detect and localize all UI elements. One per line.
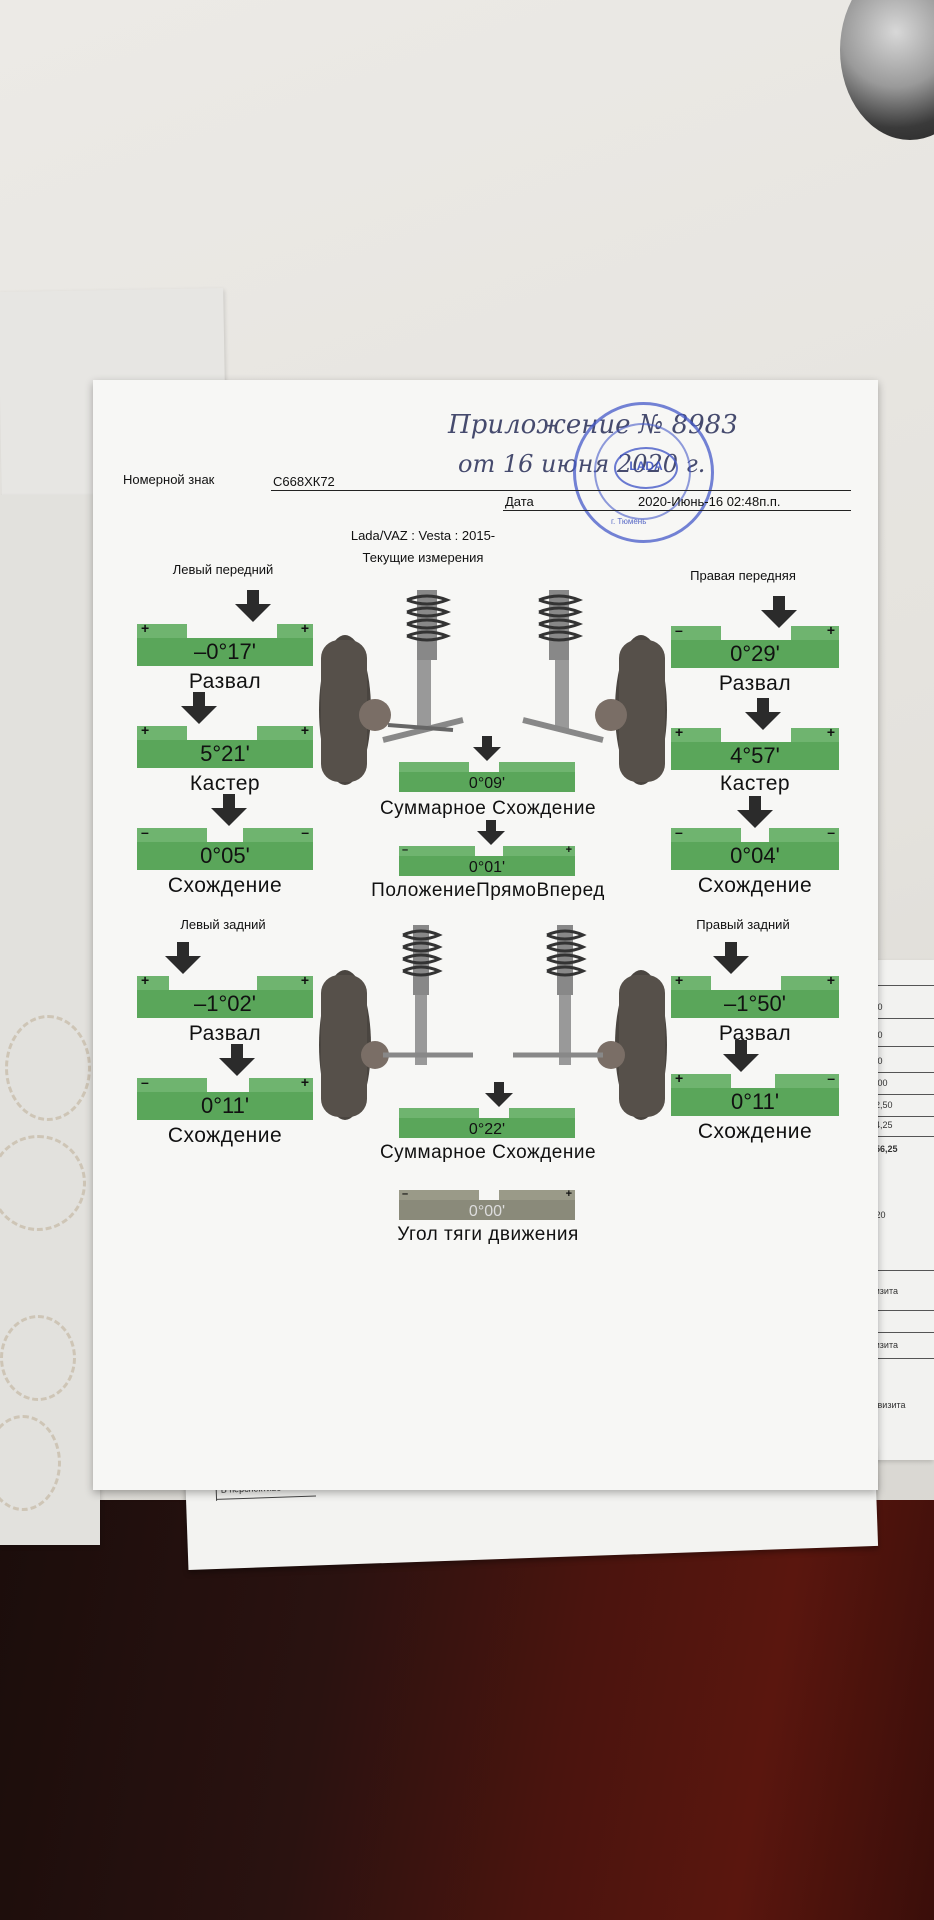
table-cell: 256,25: [870, 1144, 898, 1154]
thrust-angle-label: Угол тяги движения: [397, 1224, 579, 1245]
date-label: Дата: [505, 494, 534, 509]
rear-left-camber-gauge: + + –1°02': [137, 942, 313, 1018]
rear-left-camber-label: Развал: [188, 1022, 262, 1045]
front-left-camber-gauge: + + –0°17': [137, 590, 313, 666]
rear-suspension-illustration: [319, 925, 667, 1120]
plus-sign: +: [141, 972, 150, 988]
stamp-city: г. Тюмень: [611, 517, 647, 526]
front-left-camber-label: Развал: [188, 670, 262, 693]
front-left-camber-value: –0°17': [194, 639, 256, 664]
table-cell: 42,50: [870, 1100, 893, 1110]
minus-sign: –: [402, 1188, 409, 1200]
rear-right-toe-gauge: + – 0°11': [671, 1040, 839, 1116]
rear-right-toe-value: 0°11': [730, 1089, 780, 1114]
plus-sign: +: [141, 722, 150, 738]
table-cell: 14,25: [870, 1120, 893, 1130]
stain: [0, 1135, 86, 1231]
straight-ahead-label: ПоложениеПрямоВперед: [371, 880, 605, 901]
minus-sign: –: [402, 844, 409, 856]
thrust-angle-gauge: – + 0°00': [399, 1180, 575, 1220]
underlying-paper-left-lower: [0, 495, 100, 1545]
plus-sign: +: [675, 972, 684, 988]
minus-sign: –: [675, 824, 683, 840]
lada-logo: LADA: [614, 447, 678, 489]
table-note: визита: [870, 1286, 898, 1296]
front-total-toe-value: 0°09': [468, 775, 506, 792]
front-right-toe-label: Схождение: [697, 874, 813, 897]
rear-total-toe-value: 0°22': [468, 1121, 506, 1138]
front-right-caster-gauge: + + 4°57': [671, 698, 839, 770]
plus-sign: +: [565, 1188, 572, 1200]
front-left-title: Левый передний: [172, 562, 274, 577]
stain: [5, 1015, 91, 1121]
plus-sign: +: [826, 972, 835, 988]
minus-sign: –: [827, 1070, 835, 1086]
straight-ahead-gauge: – + 0°01': [399, 820, 575, 876]
measurements-title: Текущие измерения: [362, 550, 484, 565]
front-right-toe-value: 0°04': [730, 843, 780, 868]
table-note: а визита: [870, 1400, 906, 1410]
stain: [0, 1415, 61, 1511]
straight-ahead-value: 0°01': [468, 859, 506, 876]
thrust-angle-value: 0°00': [468, 1203, 506, 1220]
front-left-caster-label: Кастер: [189, 772, 261, 795]
rear-right-camber-label: Развал: [718, 1022, 792, 1045]
rear-total-toe-gauge: 0°22': [399, 1082, 575, 1138]
plus-sign: +: [675, 1070, 684, 1086]
plus-sign: +: [300, 1074, 309, 1090]
table-note: визита: [870, 1340, 898, 1350]
vehicle-model: Lada/VAZ : Vesta : 2015-: [350, 528, 496, 543]
minus-sign: –: [675, 622, 683, 638]
rear-total-toe-label: Суммарное Схождение: [379, 1142, 597, 1163]
front-left-toe-value: 0°05': [200, 843, 250, 868]
divider: [271, 490, 851, 491]
rear-left-title: Левый задний: [180, 917, 266, 932]
minus-sign: –: [141, 1074, 149, 1090]
plus-sign: +: [565, 844, 572, 856]
stain: [0, 1315, 76, 1401]
rear-right-toe-label: Схождение: [697, 1120, 813, 1143]
plus-sign: +: [675, 724, 684, 740]
front-right-camber-value: 0°29': [730, 641, 780, 666]
rear-left-camber-value: –1°02': [194, 991, 256, 1016]
front-right-camber-label: Развал: [718, 672, 792, 695]
front-right-caster-label: Кастер: [719, 772, 791, 795]
front-right-title: Правая передняя: [690, 568, 796, 583]
plus-sign: +: [141, 620, 150, 636]
front-suspension-illustration: [319, 590, 667, 785]
red-cloth: [0, 1500, 934, 1920]
minus-sign: –: [827, 824, 835, 840]
minus-sign: –: [141, 824, 149, 840]
rear-left-toe-label: Схождение: [167, 1124, 283, 1147]
plus-sign: +: [300, 620, 309, 636]
front-left-toe-gauge: – – 0°05': [137, 794, 313, 870]
plus-sign: +: [300, 972, 309, 988]
plus-sign: +: [826, 622, 835, 638]
plate-value: С668ХК72: [273, 474, 335, 489]
plus-sign: +: [826, 724, 835, 740]
rear-right-title: Правый задний: [696, 917, 790, 932]
front-total-toe-gauge: 0°09': [399, 736, 575, 792]
alignment-printout: Приложение № 8983 от 16 июня 2020 г. LAD…: [93, 380, 878, 1490]
plus-sign: +: [300, 722, 309, 738]
front-right-caster-value: 4°57': [730, 743, 780, 768]
front-left-caster-value: 5°21': [200, 741, 250, 766]
divider: [503, 510, 851, 511]
date-value: 2020-Июнь-16 02:48п.п.: [638, 494, 781, 509]
plate-label: Номерной знак: [123, 472, 215, 487]
front-right-camber-gauge: – + 0°29': [671, 596, 839, 668]
rear-right-camber-value: –1°50': [724, 991, 786, 1016]
table-cell: 5,00: [870, 1078, 888, 1088]
front-left-caster-gauge: + + 5°21': [137, 692, 313, 768]
front-left-toe-label: Схождение: [167, 874, 283, 897]
rear-right-camber-gauge: + + –1°50': [671, 942, 839, 1018]
rear-left-toe-value: 0°11': [200, 1093, 250, 1118]
rear-left-toe-gauge: – + 0°11': [137, 1044, 313, 1120]
minus-sign: –: [301, 824, 309, 840]
front-total-toe-label: Суммарное Схождение: [379, 798, 597, 819]
company-stamp: LADA г. Тюмень: [573, 402, 714, 543]
front-right-toe-gauge: – – 0°04': [671, 796, 839, 870]
